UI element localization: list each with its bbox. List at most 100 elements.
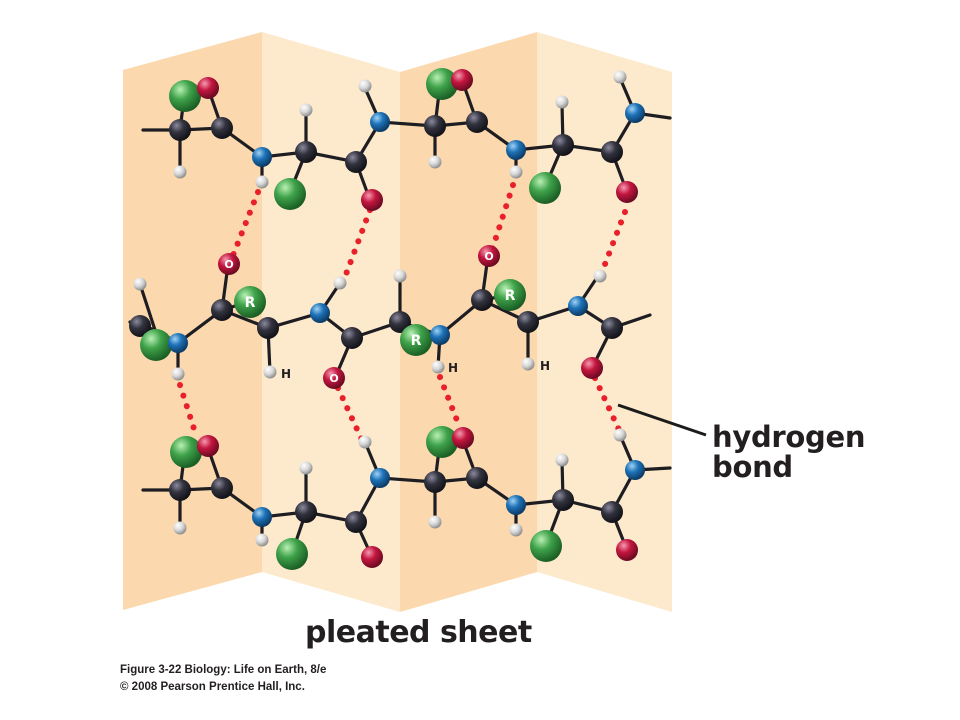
- r-group-atom: [234, 286, 266, 318]
- hydrogen-atom: [613, 70, 627, 84]
- nitrogen-atom: [370, 468, 390, 488]
- oxygen-letter: O: [224, 258, 233, 271]
- oxygen-atom: [478, 245, 500, 267]
- carbon-atom: [471, 289, 493, 311]
- carbon-atom: [169, 479, 191, 501]
- hydrogen-atom: [428, 515, 442, 529]
- strand-top: [169, 68, 645, 211]
- carbon-atom: [211, 477, 233, 499]
- nitrogen-atom: [252, 507, 272, 527]
- r-group-atom: [140, 329, 172, 361]
- carbon-atom: [345, 511, 367, 533]
- r-group-atom: [276, 538, 308, 570]
- strand-bottom: [169, 426, 645, 570]
- carbon-atom: [341, 327, 363, 349]
- hydrogen-atom: [173, 165, 187, 179]
- carbon-atom: [211, 299, 233, 321]
- hydrogen-bond-pointer: [617, 403, 707, 437]
- r-group-letter: R: [245, 295, 256, 311]
- hydrogen-bond-7: [437, 374, 463, 431]
- hydrogen-bond-8: [592, 375, 623, 435]
- carbon-atom: [601, 317, 623, 339]
- hydrogen-bond-3: [489, 182, 516, 253]
- hydrogen-bond-1: [229, 189, 261, 261]
- r-group-atom: [426, 426, 458, 458]
- hydrogen-atom: [255, 533, 269, 547]
- hydrogen-atom: [613, 428, 627, 442]
- oxygen-atom: [197, 77, 219, 99]
- nitrogen-atom: [506, 140, 526, 160]
- nitrogen-atom: [370, 112, 390, 132]
- oxygen-atom: [361, 546, 383, 568]
- r-group-atom: [170, 436, 202, 468]
- hydrogen-atom: [358, 435, 372, 449]
- hydrogen-atom: [255, 175, 269, 189]
- carbon-atom: [424, 115, 446, 137]
- carbon-atom: [466, 111, 488, 133]
- carbon-atom: [295, 141, 317, 163]
- nitrogen-atom: [310, 303, 330, 323]
- carbon-atom: [295, 501, 317, 523]
- nitrogen-atom: [568, 296, 588, 316]
- hydrogen-bond-label-line1: hydrogen: [712, 420, 866, 454]
- hydrogen-atom: [509, 523, 523, 537]
- hydrogen-bond-6: [335, 385, 365, 443]
- nitrogen-atom: [625, 460, 645, 480]
- hydrogen-atom: [509, 165, 523, 179]
- carbon-atom: [552, 489, 574, 511]
- hydrogen-atom: [333, 276, 347, 290]
- carbon-atom: [169, 119, 191, 141]
- hydrogen-bonds: [177, 182, 628, 443]
- hydrogen-atom: [299, 461, 313, 475]
- hydrogen-letter: H: [281, 367, 291, 381]
- hydrogen-atom: [393, 269, 407, 283]
- carbon-atom: [129, 315, 151, 337]
- hydrogen-atom: [431, 360, 445, 374]
- carbon-atom: [424, 471, 446, 493]
- r-group-letter: R: [411, 333, 422, 349]
- carbon-atom: [552, 134, 574, 156]
- carbon-atom: [345, 151, 367, 173]
- credit-line-2: © 2008 Pearson Prentice Hall, Inc.: [120, 681, 305, 693]
- hydrogen-atom: [555, 95, 569, 109]
- r-group-atom: [274, 178, 306, 210]
- figure-caption: pleated sheet: [305, 615, 532, 650]
- oxygen-letter: O: [329, 372, 338, 385]
- credit-line-1: Figure 3-22 Biology: Life on Earth, 8/e: [120, 664, 327, 676]
- oxygen-atom: [616, 181, 638, 203]
- nitrogen-atom: [252, 147, 272, 167]
- oxygen-atom: [323, 367, 345, 389]
- carbon-atom: [601, 501, 623, 523]
- r-group-atom: [426, 68, 458, 100]
- hydrogen-bond-4: [599, 209, 628, 275]
- r-group-atom: [169, 80, 201, 112]
- oxygen-atom: [218, 253, 240, 275]
- hydrogen-bond-2: [339, 207, 373, 288]
- hydrogen-atom: [299, 103, 313, 117]
- carbon-atom: [517, 311, 539, 333]
- oxygen-atom: [361, 189, 383, 211]
- hydrogen-atom: [358, 79, 372, 93]
- oxygen-atom: [616, 539, 638, 561]
- hydrogen-bond-label: hydrogen bond: [712, 420, 866, 483]
- oxygen-letter: O: [484, 250, 493, 263]
- hydrogen-atom: [173, 521, 187, 535]
- carbon-atom: [211, 117, 233, 139]
- hydrogen-atom: [593, 269, 607, 283]
- carbon-atom: [601, 141, 623, 163]
- hydrogen-atom: [171, 367, 185, 381]
- hydrogen-letter: H: [540, 359, 550, 373]
- oxygen-atom: [197, 435, 219, 457]
- strand-middle: O R H O R H O R H: [129, 245, 623, 389]
- sheet-panel-1: [123, 32, 262, 610]
- carbon-atom: [466, 467, 488, 489]
- carbon-atom: [389, 311, 411, 333]
- hydrogen-atom: [521, 357, 535, 371]
- r-group-atom: [494, 279, 526, 311]
- sheet-panel-3: [400, 32, 537, 612]
- r-group-atom: [529, 172, 561, 204]
- figure-credit: Figure 3-22 Biology: Life on Earth, 8/e …: [120, 662, 326, 696]
- r-group-atom: [400, 324, 432, 356]
- oxygen-atom: [452, 427, 474, 449]
